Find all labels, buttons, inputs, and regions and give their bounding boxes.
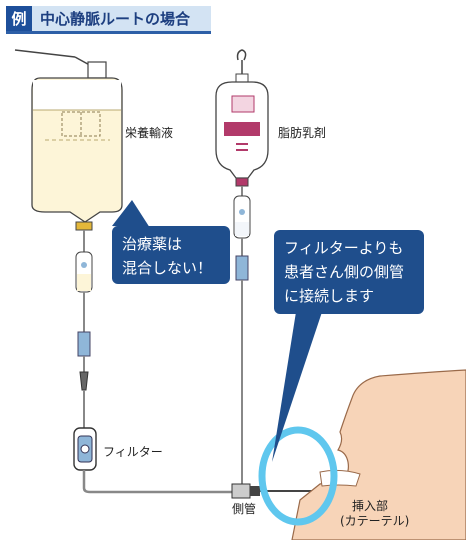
lipid-bottle <box>215 73 269 187</box>
roller-clamp-left <box>77 331 91 357</box>
roller-clamp-right <box>235 255 249 281</box>
bubble-left-line: 混合しない！ <box>122 259 213 277</box>
side-port <box>231 483 260 499</box>
bubble-left-text: 治療薬は 混合しない！ <box>122 232 212 280</box>
bubble-right-line: フィルターよりも <box>284 239 404 257</box>
bubble-right <box>272 230 424 462</box>
drip-chamber-left <box>75 251 93 293</box>
label-insertion-site: 挿入部 <box>352 499 389 513</box>
label-filter: フィルター <box>103 445 163 459</box>
header-banner: 例 中心静脈ルートの場合 <box>6 6 211 34</box>
nutrient-bag <box>31 61 123 231</box>
label-side-port: 側管 <box>232 502 257 516</box>
connector-left <box>79 371 89 391</box>
filter <box>73 427 97 471</box>
label-insertion-site-sub: (カテーテル) <box>340 514 410 528</box>
header-title: 中心静脈ルートの場合 <box>40 10 191 28</box>
hanger-wire-left <box>14 49 76 58</box>
bubble-right-text: フィルターよりも 患者さん側の側管 に接続します <box>284 236 404 308</box>
drip-chamber-right <box>233 195 251 239</box>
label-lipid-bottle: 脂肪乳剤 <box>278 126 327 140</box>
bubble-right-line: 患者さん側の側管 <box>284 263 405 281</box>
bubble-left <box>112 200 230 284</box>
patient-silhouette <box>291 369 466 540</box>
bubble-left-line: 治療薬は <box>122 235 183 253</box>
header-tag: 例 <box>6 6 32 31</box>
label-nutrient-bag: 栄養輸液 <box>125 126 174 140</box>
highlight-circle <box>258 426 338 526</box>
bubble-right-line: に接続します <box>284 287 375 305</box>
